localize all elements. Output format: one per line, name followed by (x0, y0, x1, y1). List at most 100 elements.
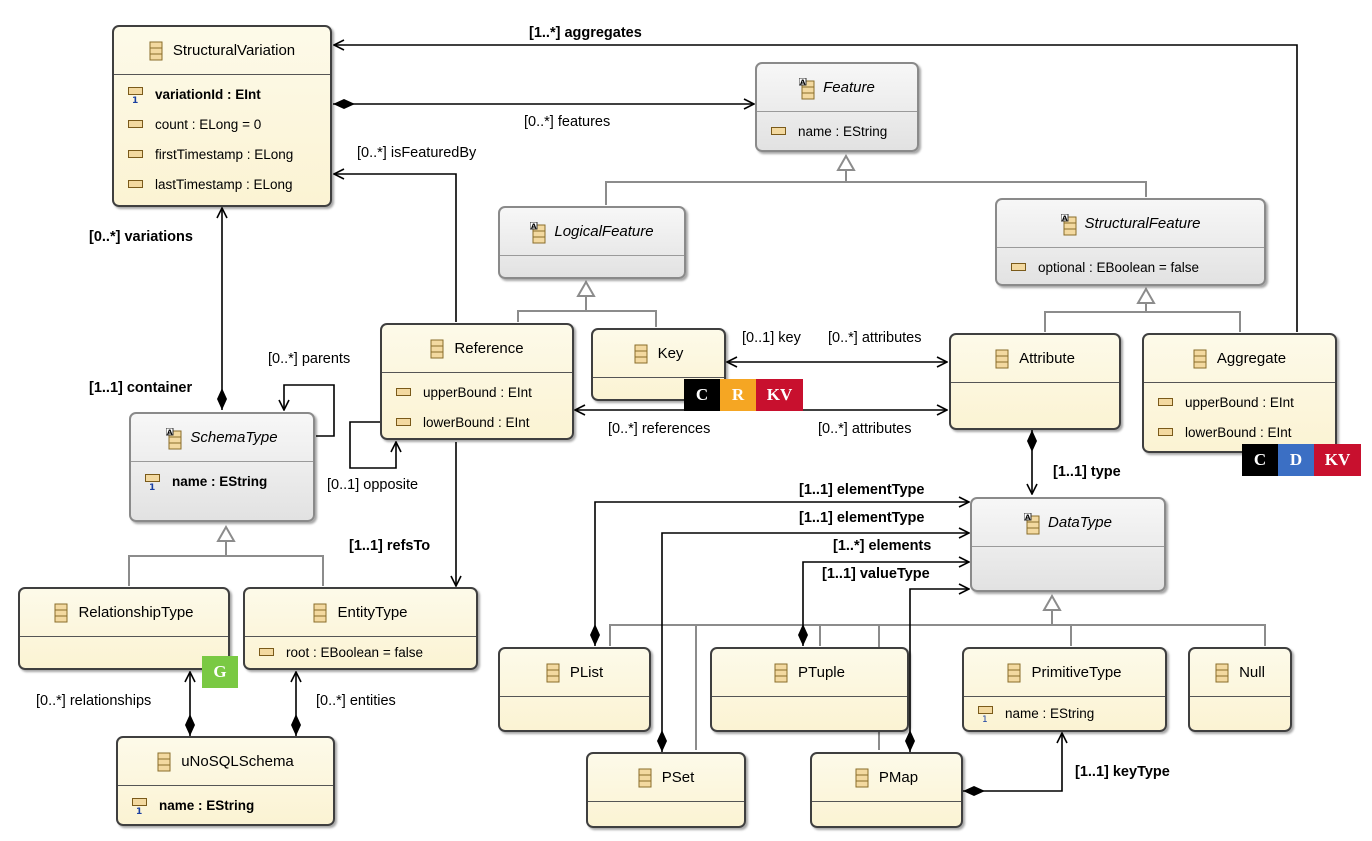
attribute-icon (771, 124, 786, 138)
attribute-row: lastTimestamp : ELong (114, 169, 330, 199)
class-primitive-type[interactable]: PrimitiveType 1 name : EString (962, 647, 1167, 732)
class-pset[interactable]: PSet (586, 752, 746, 828)
class-header: Key (593, 330, 724, 378)
abstract-class-icon: A (798, 77, 815, 99)
class-header: uNoSQLSchema (118, 738, 333, 786)
class-relationship-type[interactable]: RelationshipType (18, 587, 230, 670)
attribute-row: lowerBound : EInt (382, 407, 572, 437)
svg-text:A: A (1025, 513, 1031, 521)
attribute-text: upperBound : EInt (423, 384, 532, 400)
class-plist[interactable]: PList (498, 647, 651, 732)
class-icon (430, 339, 444, 359)
badge-aggregate-d: D (1278, 444, 1314, 476)
label-element-type-2: [1..1] elementType (799, 510, 925, 526)
abstract-class-icon: A (1023, 512, 1040, 534)
label-attributes-bottom: [0..*] attributes (818, 421, 912, 437)
svg-text:A: A (800, 78, 806, 86)
class-name: Null (1239, 664, 1265, 681)
class-header: A LogicalFeature (500, 208, 684, 256)
label-is-featured-by: [0..*] isFeaturedBy (357, 145, 477, 161)
class-feature[interactable]: A Feature name : EString (755, 62, 919, 152)
class-icon (638, 768, 652, 788)
attribute-row: firstTimestamp : ELong (114, 139, 330, 169)
label-relationships: [0..*] relationships (36, 693, 152, 709)
svg-text:1: 1 (149, 483, 155, 490)
class-header: EntityType (245, 589, 476, 637)
class-name: DataType (1048, 514, 1112, 531)
class-structural-feature[interactable]: A StructuralFeature optional : EBoolean … (995, 198, 1266, 286)
attribute-row: 1 name : EString (964, 699, 1165, 727)
class-name: RelationshipType (78, 604, 194, 621)
class-header: PTuple (712, 649, 907, 697)
attribute-row: upperBound : EInt (1144, 387, 1335, 417)
id-attribute-icon: 1 (978, 706, 993, 725)
class-name: PList (569, 664, 604, 681)
association-edges (190, 45, 1298, 791)
class-name: Aggregate (1216, 350, 1287, 367)
class-name: Attribute (1019, 350, 1075, 367)
class-header: Attribute (951, 335, 1119, 383)
class-name: EntityType (337, 604, 408, 621)
attribute-icon (1011, 260, 1026, 274)
class-entity-type[interactable]: EntityType root : EBoolean = false (243, 587, 478, 670)
id-attribute-icon: 1 (128, 87, 143, 106)
svg-text:1: 1 (982, 715, 988, 722)
class-key[interactable]: Key (591, 328, 726, 401)
label-key-type: [1..1] keyType (1075, 764, 1170, 780)
label-elements: [1..*] elements (833, 538, 932, 554)
class-icon (634, 344, 648, 364)
attribute-text: root : EBoolean = false (286, 644, 423, 660)
class-name: PrimitiveType (1031, 664, 1122, 681)
label-type: [1..1] type (1053, 464, 1121, 480)
badge-key-r: R (720, 379, 756, 411)
class-reference[interactable]: Reference upperBound : EInt lowerBound :… (380, 323, 574, 440)
class-icon (995, 349, 1009, 369)
class-header: StructuralVariation (114, 27, 330, 75)
class-logical-feature[interactable]: A LogicalFeature (498, 206, 686, 279)
attribute-text: name : EString (159, 797, 255, 813)
attribute-icon (1158, 395, 1173, 409)
label-references: [0..*] references (608, 421, 711, 437)
class-name: StructuralFeature (1084, 215, 1201, 232)
class-name: StructuralVariation (172, 42, 296, 59)
id-attribute-icon: 1 (132, 798, 147, 817)
class-icon (157, 752, 171, 772)
class-icon (1193, 349, 1207, 369)
class-header: A StructuralFeature (997, 200, 1264, 248)
class-icon (54, 603, 68, 623)
class-icon (1007, 663, 1021, 683)
class-icon (313, 603, 327, 623)
class-header: A DataType (972, 499, 1164, 547)
badge-key-kv: KV (756, 379, 803, 411)
svg-text:A: A (167, 428, 173, 436)
attribute-icon (128, 147, 143, 161)
class-aggregate[interactable]: Aggregate upperBound : EInt lowerBound :… (1142, 333, 1337, 453)
class-name: PMap (878, 769, 919, 786)
label-key: [0..1] key (742, 330, 801, 346)
attribute-row: 1 name : EString (118, 790, 333, 820)
class-name: LogicalFeature (554, 223, 654, 240)
label-parents: [0..*] parents (268, 351, 351, 367)
attribute-icon (1158, 425, 1173, 439)
class-name: uNoSQLSchema (181, 753, 294, 770)
class-ptuple[interactable]: PTuple (710, 647, 909, 732)
class-unosql-schema[interactable]: uNoSQLSchema 1 name : EString (116, 736, 335, 826)
attribute-row: lowerBound : EInt (1144, 417, 1335, 447)
label-container: [1..1] container (89, 380, 193, 396)
class-icon (1215, 663, 1229, 683)
attribute-icon (396, 385, 411, 399)
attribute-text: name : EString (1005, 705, 1095, 721)
class-pmap[interactable]: PMap (810, 752, 963, 828)
class-header: PList (500, 649, 649, 697)
class-attribute[interactable]: Attribute (949, 333, 1121, 430)
badge-key-c: C (684, 379, 720, 411)
class-data-type[interactable]: A DataType (970, 497, 1166, 592)
class-header: A SchemaType (131, 414, 313, 462)
attribute-text: upperBound : EInt (1185, 394, 1294, 410)
class-null[interactable]: Null (1188, 647, 1292, 732)
